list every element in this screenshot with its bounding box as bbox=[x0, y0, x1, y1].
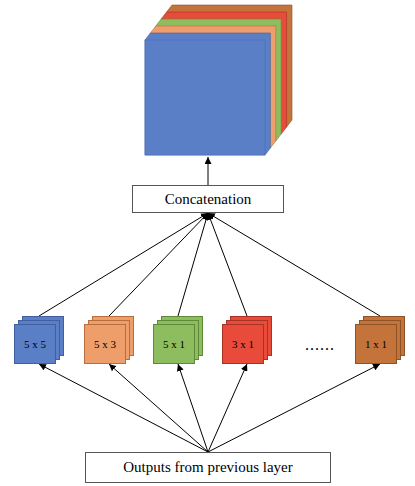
front-square: 5 x 5 bbox=[14, 324, 56, 364]
filter-stack: 5 x 5 bbox=[14, 316, 64, 364]
flow-arrow bbox=[109, 213, 208, 316]
kernel-size: 5 x 5 bbox=[24, 338, 46, 350]
flow-arrow bbox=[39, 213, 208, 316]
filter-stack: 3 x 1 bbox=[222, 316, 272, 364]
front-square: 1 x 1 bbox=[355, 324, 397, 364]
flow-arrow bbox=[109, 364, 208, 452]
feature-cube bbox=[145, 5, 292, 155]
filter-stack: 5 x 3 bbox=[84, 316, 134, 364]
flow-arrow bbox=[39, 364, 208, 452]
cube-slice bbox=[145, 33, 270, 155]
cube-front bbox=[145, 40, 265, 155]
ellipsis-label: ...... bbox=[292, 336, 348, 354]
kernel-size: 5 x 3 bbox=[94, 338, 116, 350]
kernel-size: 3 x 1 bbox=[232, 338, 254, 350]
flow-arrow bbox=[178, 213, 208, 316]
kernel-size: 1 x 1 bbox=[365, 338, 387, 350]
filter-stack: 5 x 1 bbox=[153, 316, 203, 364]
front-square: 3 x 1 bbox=[222, 324, 264, 364]
flow-arrow bbox=[208, 364, 247, 452]
flow-arrow bbox=[208, 213, 247, 316]
kernel-size: 5 x 1 bbox=[163, 338, 185, 350]
concat-box: Concatenation bbox=[132, 185, 284, 213]
flow-arrow bbox=[178, 364, 208, 452]
front-square: 5 x 3 bbox=[84, 324, 126, 364]
flow-arrow bbox=[208, 213, 380, 316]
front-square: 5 x 1 bbox=[153, 324, 195, 364]
box-label: Concatenation bbox=[165, 191, 252, 208]
input-box: Outputs from previous layer bbox=[85, 452, 331, 483]
box-label: Outputs from previous layer bbox=[123, 459, 293, 476]
edge-layer bbox=[39, 213, 380, 452]
filter-stack: 1 x 1 bbox=[355, 316, 405, 364]
flow-arrow bbox=[208, 364, 380, 452]
output-arrow bbox=[208, 157, 209, 185]
